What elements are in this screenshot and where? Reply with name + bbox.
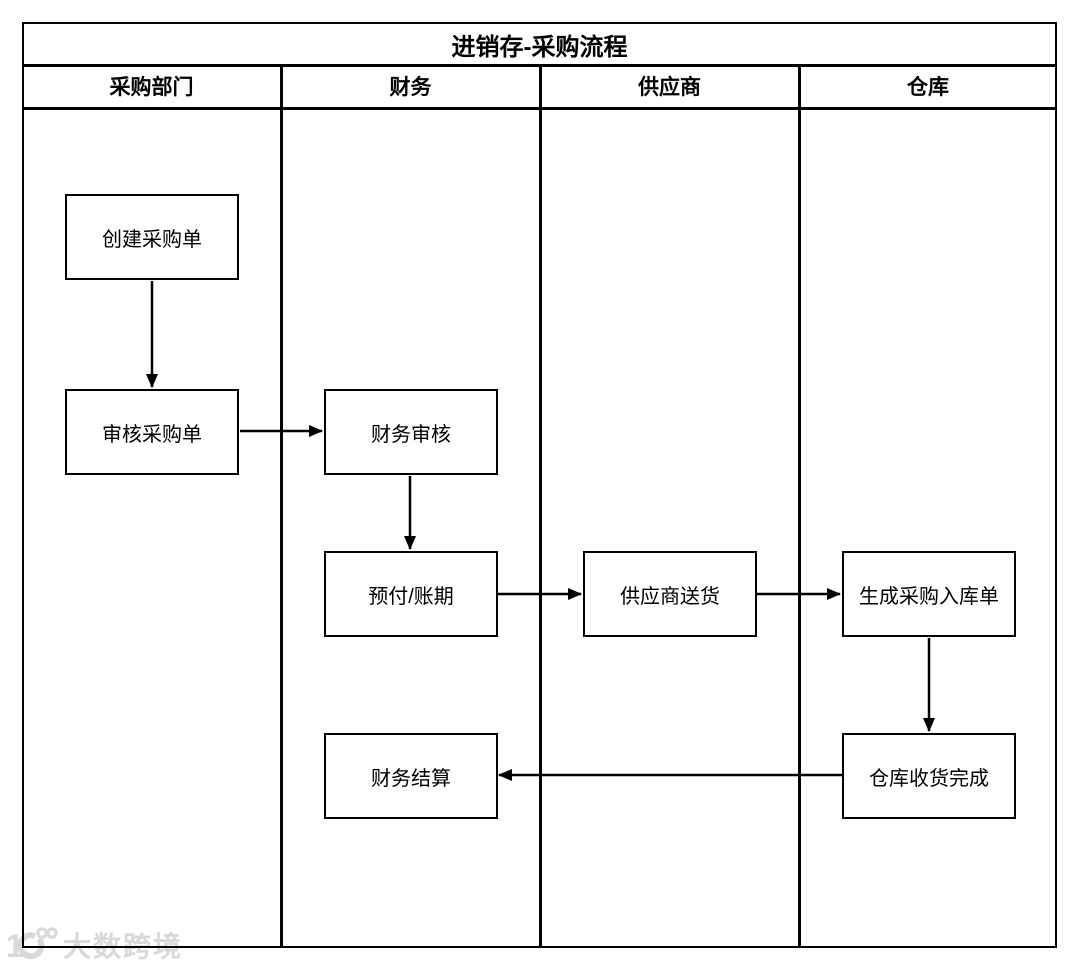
lane-divider-3 <box>798 64 801 948</box>
lane-divider-2 <box>539 64 542 948</box>
node-finance-review: 财务审核 <box>324 389 498 475</box>
lane-header-warehouse: 仓库 <box>907 76 949 99</box>
node-prepay-payment-terms: 预付/账期 <box>324 551 498 637</box>
node-review-purchase-order: 审核采购单 <box>65 389 239 475</box>
diagram-title: 进销存-采购流程 <box>451 33 628 61</box>
lane-header-supplier: 供应商 <box>638 76 701 99</box>
node-finance-settlement: 财务结算 <box>324 733 498 819</box>
node-supplier-delivery: 供应商送货 <box>583 551 757 637</box>
lane-divider-1 <box>280 64 283 948</box>
node-warehouse-receipt-complete: 仓库收货完成 <box>842 733 1016 819</box>
node-generate-inbound-order: 生成采购入库单 <box>842 551 1016 637</box>
node-create-purchase-order: 创建采购单 <box>65 194 239 280</box>
lane-header-procurement: 采购部门 <box>109 76 194 99</box>
lane-header-finance: 财务 <box>389 76 432 99</box>
svg-text:1: 1 <box>6 928 26 964</box>
